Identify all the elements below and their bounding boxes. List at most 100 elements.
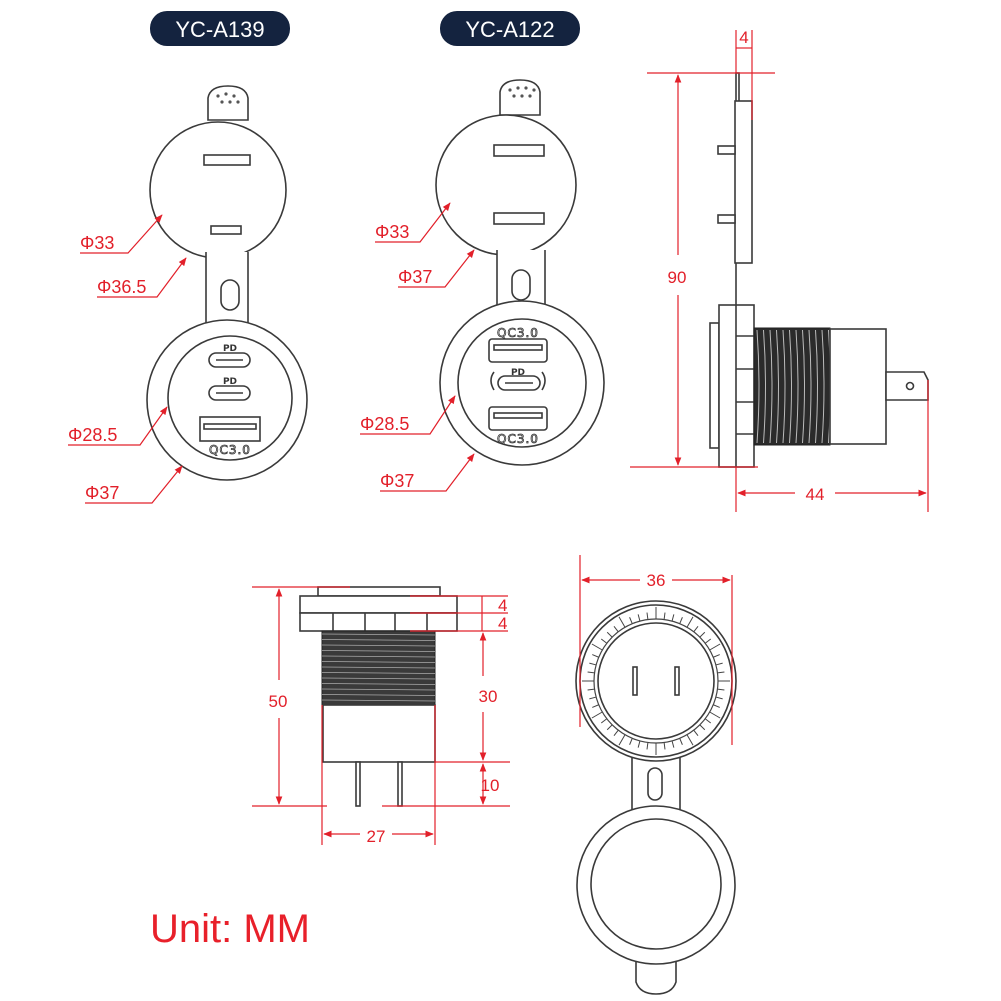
knurl-tick — [637, 614, 641, 622]
cap-side — [734, 100, 753, 264]
knurl-tick — [618, 734, 626, 746]
knurl-tick — [606, 631, 613, 638]
dimension-label: Φ37 — [398, 267, 432, 287]
thread-ridge — [321, 650, 436, 652]
thread-ridge — [321, 694, 436, 696]
knurl-tick — [646, 612, 649, 620]
thread-ridge — [321, 661, 436, 663]
dimension-label: Φ28.5 — [68, 425, 117, 445]
dimension-callouts: Φ33 Φ36.5 Φ28.5 Φ37 — [68, 214, 187, 504]
knurl-tick — [686, 616, 694, 628]
dimension-label: 50 — [269, 692, 288, 711]
model-label: YC-A139 — [175, 17, 264, 42]
thread-ridge — [321, 639, 436, 641]
side-view: 90 4 44 — [630, 28, 929, 512]
thread-ridge — [321, 666, 436, 669]
front-view: 36 — [575, 555, 737, 995]
model-label: YC-A122 — [465, 17, 554, 42]
cap-inner-circle — [590, 818, 722, 950]
thread-ridge — [321, 683, 436, 685]
tether — [205, 252, 249, 329]
knurl-tick — [587, 688, 595, 691]
cap-slot — [493, 144, 545, 157]
dimension-label: Φ37 — [85, 483, 119, 503]
thread — [321, 630, 436, 706]
cap-nub — [207, 85, 249, 121]
knurl-tick — [637, 740, 641, 748]
knurl-tick — [693, 729, 699, 737]
thread-ridge — [321, 633, 436, 636]
thread-ridge — [815, 329, 818, 444]
dimension-label: 4 — [739, 28, 748, 47]
port-label: PD — [223, 377, 237, 387]
dimension-label: Φ36.5 — [97, 277, 146, 297]
dimension-label: 30 — [479, 687, 498, 706]
knurl-tick — [600, 718, 608, 724]
dimension-label: 4 — [498, 596, 507, 615]
thread-ridge — [789, 329, 792, 444]
knurl-tick — [592, 654, 599, 658]
dimension-callouts: Φ33 Φ37 Φ28.5 Φ37 — [360, 202, 475, 492]
thread-ridge — [756, 329, 760, 444]
knurl-tick — [663, 612, 666, 620]
knurl-ring — [582, 607, 730, 755]
cap-outer-circle — [576, 805, 736, 965]
thread-ridge — [808, 329, 812, 444]
thread-ridge — [769, 329, 773, 444]
knurl-tick — [679, 738, 683, 745]
thread — [753, 327, 831, 446]
cap-outer-circle — [149, 121, 287, 259]
thread-ridge — [821, 329, 825, 444]
usb-c-port-icon — [208, 352, 251, 368]
body — [829, 328, 887, 445]
knurl-tick — [713, 654, 720, 658]
model-badge-a122: YC-A122 — [440, 11, 580, 46]
knurl-tick — [709, 711, 721, 719]
usb-a-port-icon — [488, 338, 548, 363]
port-label: PD — [511, 368, 525, 378]
thread-ridge — [321, 688, 436, 691]
front-lens — [709, 322, 720, 449]
thread-ridge — [321, 677, 436, 680]
knurl-tick — [709, 643, 721, 651]
knurl-tick — [613, 729, 619, 737]
knurl-tick — [592, 704, 599, 708]
knurl-tick — [587, 671, 595, 674]
knurl-tick — [704, 718, 712, 724]
port-label: PD — [223, 344, 237, 354]
knurl-tick — [704, 638, 712, 644]
port-label: QC3.0 — [497, 326, 539, 340]
cap-slot — [210, 225, 242, 235]
thread-ridge — [321, 655, 436, 658]
flange — [299, 595, 458, 614]
dimension-label: Φ28.5 — [360, 414, 409, 434]
knurl-tick — [589, 696, 597, 700]
knurl-tick — [693, 625, 699, 633]
thread-ridge — [782, 329, 786, 444]
port-label: QC3.0 — [209, 443, 251, 457]
knurl-tick — [589, 662, 597, 666]
dimension-label: 90 — [668, 268, 687, 287]
dimension-label: Φ37 — [380, 471, 414, 491]
knurl-tick — [618, 616, 626, 628]
contact-slot — [674, 666, 680, 696]
cap-nub — [499, 79, 541, 116]
knurl-tick — [629, 617, 633, 624]
usb-c-port-icon — [497, 375, 541, 391]
dimension-label: Φ33 — [375, 222, 409, 242]
knurl-tick — [671, 614, 675, 622]
pin — [397, 761, 403, 807]
model-badge-a139: YC-A139 — [150, 11, 290, 46]
thread-ridge — [776, 329, 779, 444]
knurl-tick — [606, 724, 613, 731]
knurl-tick — [715, 696, 723, 700]
tether-hole — [220, 279, 240, 311]
knurl-tick — [591, 711, 603, 719]
tether-hole — [511, 269, 531, 301]
dimension-label: 27 — [367, 827, 386, 846]
dimension-label: 36 — [647, 571, 666, 590]
knurl-tick — [699, 724, 706, 731]
knurl-tick — [600, 638, 608, 644]
socket-inner-circle — [457, 318, 587, 448]
cap-slot — [493, 212, 545, 225]
